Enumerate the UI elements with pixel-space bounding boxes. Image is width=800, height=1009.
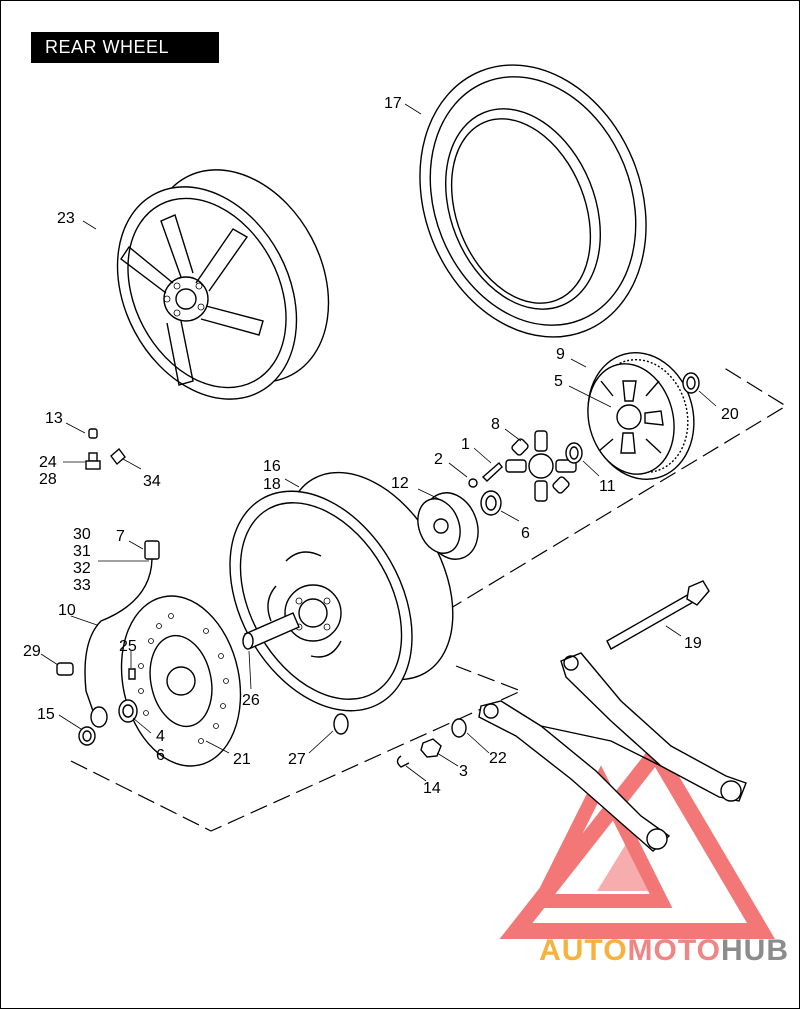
sensor-clip bbox=[56, 662, 74, 676]
watermark-logo bbox=[499, 738, 776, 939]
bearing-6-left bbox=[118, 699, 138, 723]
label-8: 8 bbox=[491, 416, 500, 433]
label-21: 21 bbox=[233, 751, 251, 768]
label-26: 26 bbox=[242, 692, 260, 709]
tire bbox=[419, 64, 647, 338]
label-34: 34 bbox=[143, 473, 161, 490]
label-29: 29 bbox=[23, 643, 41, 660]
label-20: 20 bbox=[721, 406, 739, 423]
label-1: 1 bbox=[461, 436, 470, 453]
retaining-ring bbox=[333, 713, 349, 735]
cotter-pin bbox=[396, 755, 410, 768]
label-10: 10 bbox=[58, 602, 76, 619]
label-14: 14 bbox=[423, 780, 441, 797]
rear-axle bbox=[606, 580, 710, 650]
solid-wheel bbox=[229, 471, 454, 712]
label-6-left: 6 bbox=[156, 747, 165, 764]
label-22: 22 bbox=[489, 750, 507, 767]
label-24: 24 bbox=[39, 454, 57, 471]
label-5: 5 bbox=[554, 373, 563, 390]
label-3: 3 bbox=[459, 763, 468, 780]
label-25: 25 bbox=[119, 638, 137, 655]
part-number-labels: 1 2 3 4 5 6 6 7 8 9 10 11 12 13 14 15 16… bbox=[23, 95, 739, 797]
label-30: 30 bbox=[73, 526, 91, 543]
sensor-bracket bbox=[90, 706, 108, 728]
valve-stem bbox=[85, 452, 101, 470]
assembly-dashed-lines bbox=[70, 365, 788, 832]
label-27: 27 bbox=[288, 751, 306, 768]
label-7: 7 bbox=[116, 528, 125, 545]
axle-spacer bbox=[242, 612, 300, 650]
label-6-right: 6 bbox=[521, 525, 530, 542]
swingarm bbox=[478, 652, 747, 852]
cast-wheel bbox=[116, 169, 330, 400]
label-11: 11 bbox=[599, 478, 616, 495]
brake-disc bbox=[120, 595, 242, 767]
valve-cap bbox=[88, 428, 98, 439]
label-31: 31 bbox=[73, 543, 91, 560]
label-12: 12 bbox=[391, 475, 409, 492]
label-32: 32 bbox=[73, 560, 91, 577]
axle-nut bbox=[420, 718, 467, 758]
brand-part-moto: MOTO bbox=[627, 934, 721, 967]
label-18: 18 bbox=[263, 476, 281, 493]
brand-part-auto: AUTO bbox=[539, 934, 628, 967]
bearing-6-right bbox=[480, 490, 502, 516]
label-13: 13 bbox=[45, 410, 63, 427]
label-19: 19 bbox=[684, 635, 702, 652]
sprocket bbox=[587, 352, 695, 480]
leader-lines bbox=[40, 103, 717, 782]
label-23: 23 bbox=[57, 210, 75, 227]
label-16: 16 bbox=[263, 458, 281, 475]
page-title: REAR WHEEL bbox=[31, 32, 219, 63]
disc-screw bbox=[128, 668, 136, 680]
sprocket-bolt bbox=[468, 461, 503, 488]
spacer-15 bbox=[78, 726, 96, 746]
label-9: 9 bbox=[556, 346, 565, 363]
label-28: 28 bbox=[39, 471, 57, 488]
label-33: 33 bbox=[73, 577, 91, 594]
hub-carrier bbox=[417, 492, 479, 560]
brand-wordmark: AUTOMOTOHUB bbox=[539, 934, 789, 968]
wheel-speed-sensor bbox=[84, 540, 160, 712]
label-17: 17 bbox=[384, 95, 402, 112]
label-4: 4 bbox=[156, 728, 165, 745]
label-2: 2 bbox=[434, 451, 443, 468]
label-15: 15 bbox=[37, 706, 55, 723]
bearing-20 bbox=[682, 372, 700, 394]
bearing-11 bbox=[565, 442, 583, 464]
sprocket-isolator bbox=[505, 430, 577, 502]
wheel-weight bbox=[110, 447, 126, 466]
brand-part-hub: HUB bbox=[721, 934, 789, 967]
